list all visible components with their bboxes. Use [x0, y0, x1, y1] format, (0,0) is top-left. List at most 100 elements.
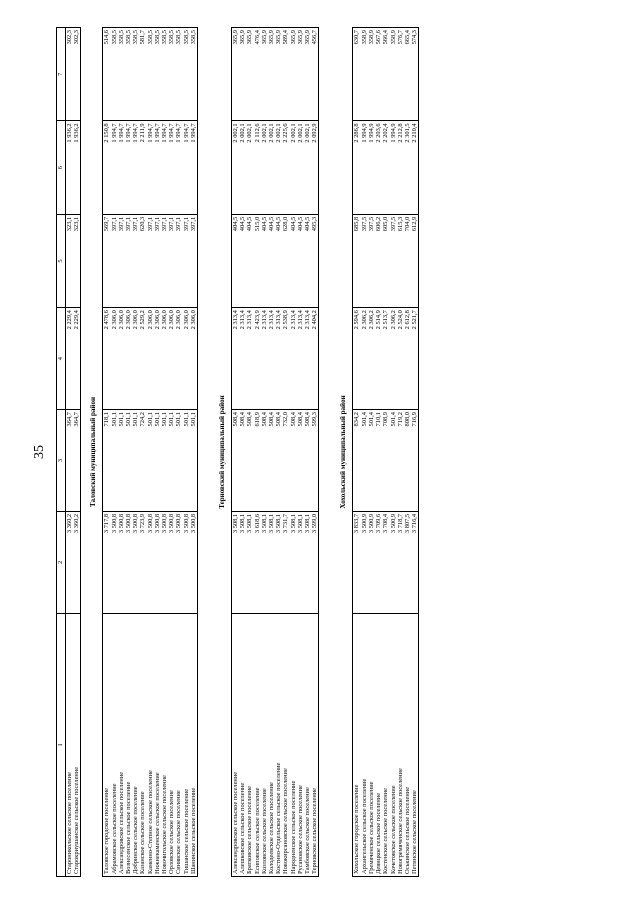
- value-cell: 612,9: [411, 214, 419, 308]
- value-cell: 2 521,7: [411, 307, 419, 410]
- value-cell: 1 994,7: [132, 120, 140, 215]
- value-cell: 2 538,9: [282, 307, 290, 410]
- value-cell: 615,3: [396, 214, 404, 308]
- value-cell: 3 500,8: [125, 511, 133, 614]
- settlement-name-cell: Орловское сельское поселение: [168, 613, 176, 877]
- value-cell: 2 306,0: [168, 307, 176, 410]
- section-title: Хохольский муниципальный район: [339, 395, 348, 509]
- value-cell: 2 203,6: [375, 120, 383, 215]
- value-cell: 2 514,9: [375, 307, 383, 410]
- value-cell: 2 306,0: [146, 307, 154, 410]
- value-cell: 1 994,7: [161, 120, 169, 215]
- value-cell: 704,0: [403, 214, 412, 308]
- value-cell: 3 599,0: [311, 511, 319, 614]
- value-cell: 365,9: [275, 27, 283, 121]
- value-cell: 508,4: [231, 409, 240, 512]
- value-cell: 2 306,2: [360, 307, 368, 410]
- value-cell: 323,1: [65, 214, 74, 308]
- settlement-name-cell: Новочигольское сельское поселение: [161, 613, 169, 877]
- value-cell: 404,5: [304, 214, 312, 308]
- value-cell: 495,3: [311, 214, 319, 308]
- value-cell: 2 306,0: [125, 307, 133, 410]
- value-cell: 1 994,7: [189, 120, 198, 215]
- value-cell: 1 936,2: [73, 120, 81, 215]
- value-cell: 2 306,0: [117, 307, 126, 410]
- value-cell: 358,5: [161, 27, 169, 121]
- value-cell: 397,1: [175, 214, 183, 308]
- value-cell: 2 306,0: [132, 307, 140, 410]
- value-cell: 501,1: [117, 409, 126, 512]
- value-cell: 397,5: [360, 214, 368, 308]
- value-cell: 358,5: [146, 27, 154, 121]
- value-cell: 2 150,8: [102, 120, 111, 215]
- value-cell: 508,4: [289, 409, 297, 512]
- value-cell: 2 404,2: [311, 307, 319, 410]
- value-cell: 2 513,7: [382, 307, 390, 410]
- value-cell: 397,1: [153, 214, 162, 308]
- value-cell: 3 500,8: [146, 511, 154, 614]
- value-cell: 358,5: [125, 27, 133, 121]
- settlement-name-cell: Есиповское сельское поселение: [253, 613, 261, 877]
- value-cell: 581,7: [139, 27, 147, 121]
- value-cell: 710,1: [375, 409, 383, 512]
- value-cell: 3 500,9: [389, 511, 397, 614]
- value-cell: 3 500,8: [182, 511, 190, 614]
- value-cell: 2 529,2: [139, 307, 147, 410]
- value-cell: 365,9: [268, 27, 276, 121]
- value-cell: 3 508,1: [268, 511, 276, 614]
- value-cell: 3 500,8: [132, 511, 140, 614]
- value-cell: 358,5: [117, 27, 126, 121]
- value-cell: 508,4: [246, 409, 254, 512]
- section-spacer: [419, 27, 431, 877]
- top-table: 1 2 3 4 5 6 7 Староникольское сельское п…: [56, 27, 81, 877]
- value-cell: 508,4: [268, 409, 276, 512]
- value-cell: 358,5: [132, 27, 140, 121]
- value-cell: 365,9: [239, 27, 247, 121]
- settlement-name-cell: Козловское сельское поселение: [260, 613, 269, 877]
- value-cell: 1 936,2: [65, 120, 74, 215]
- value-cell: 501,4: [367, 409, 376, 512]
- value-cell: 2 229,4: [73, 307, 81, 410]
- settlement-name-cell: Петинское сельское поселение: [411, 613, 419, 877]
- value-cell: 2 306,0: [161, 307, 169, 410]
- value-cell: 3 508,1: [246, 511, 254, 614]
- value-cell: 2 478,6: [102, 307, 111, 410]
- value-cell: 1 994,9: [367, 120, 376, 215]
- value-cell: 3 500,8: [117, 511, 126, 614]
- value-cell: 365,9: [260, 27, 269, 121]
- value-cell: 599,3: [311, 409, 319, 512]
- value-cell: 397,5: [367, 214, 376, 308]
- value-cell: 574,3: [411, 27, 419, 121]
- value-cell: 3 500,9: [367, 511, 376, 614]
- column-header: 2: [56, 511, 66, 614]
- value-cell: 404,5: [296, 214, 305, 308]
- value-cell: 3 500,8: [110, 511, 118, 614]
- value-cell: 1 994,7: [168, 120, 176, 215]
- value-cell: 364,7: [65, 409, 74, 512]
- value-cell: 1 994,7: [153, 120, 162, 215]
- value-cell: 3 508,1: [260, 511, 269, 614]
- value-cell: 2 313,4: [260, 307, 269, 410]
- value-cell: 501,1: [153, 409, 162, 512]
- value-cell: 2 112,6: [253, 120, 261, 215]
- value-cell: 3 360,2: [65, 511, 74, 614]
- settlement-name-cell: Шанинское сельское поселение: [189, 613, 198, 877]
- value-cell: 3 508,1: [289, 511, 297, 614]
- value-cell: 404,5: [268, 214, 276, 308]
- settlement-name-cell: Терновское сельское поселение: [311, 613, 319, 877]
- value-cell: 605,0: [382, 214, 390, 308]
- value-cell: 2 002,1: [246, 120, 254, 215]
- settlement-name-cell: Новогремяченское сельское поселение: [396, 613, 404, 877]
- value-cell: 3 508,1: [231, 511, 240, 614]
- settlement-name-cell: Таловское городское поселение: [102, 613, 111, 877]
- value-cell: 404,5: [260, 214, 269, 308]
